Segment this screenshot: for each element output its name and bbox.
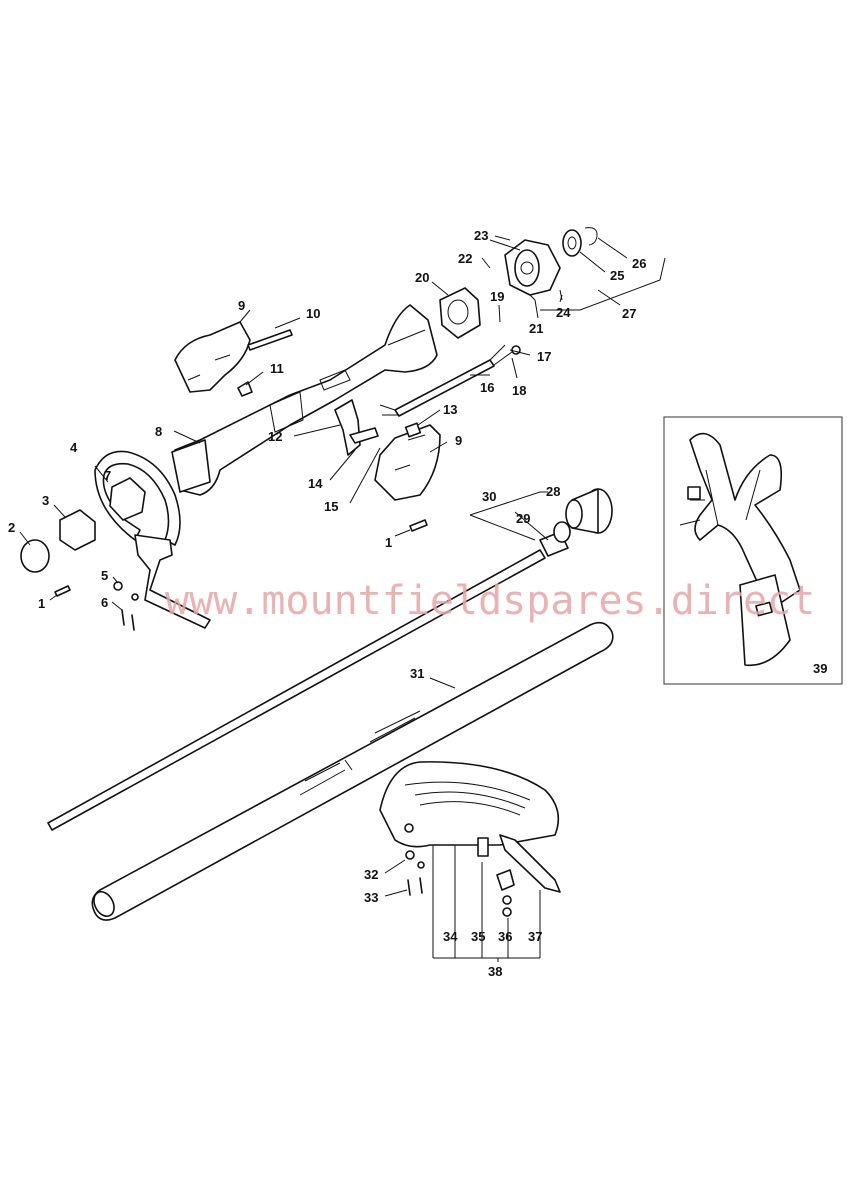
callout-6: 6 (101, 595, 108, 610)
callout-9a: 9 (238, 298, 245, 313)
callout-37: 37 (528, 929, 542, 944)
guard-part (379, 761, 561, 893)
clutch-housing-part (489, 239, 563, 301)
callout-39: 39 (813, 661, 827, 676)
bearing-part (562, 229, 582, 257)
coupling-part (59, 509, 96, 551)
callout-3: 3 (42, 493, 49, 508)
callout-11: 11 (270, 361, 284, 376)
handle-half-top-part (174, 321, 251, 393)
guard-hardware-part (405, 837, 515, 917)
throttle-lever-part (334, 399, 379, 456)
clutch-drum-part (565, 488, 613, 534)
callout-32: 32 (364, 867, 378, 882)
callout-38: 38 (488, 964, 502, 979)
callout-16: 16 (480, 380, 494, 395)
drive-shaft-part (47, 521, 571, 831)
callout-23: 23 (474, 228, 488, 243)
callout-15: 15 (324, 499, 338, 514)
tube-shaft-part (91, 621, 614, 921)
switch-part (404, 422, 422, 438)
callout-30: 30 (482, 489, 496, 504)
circlip-part (584, 227, 598, 246)
end-cap-part (20, 539, 50, 573)
callout-21: 21 (529, 321, 543, 336)
callout-31: 31 (410, 666, 424, 681)
callout-1b: 1 (385, 535, 392, 550)
callout-24: 24 (556, 305, 571, 320)
harness-inset-frame (663, 416, 843, 685)
harness-strap-part (679, 432, 801, 667)
callout-10: 10 (306, 306, 320, 321)
callout-35: 35 (471, 929, 485, 944)
watermark-text: www.mountfieldspares.direct (165, 578, 815, 624)
callout-20: 20 (415, 270, 429, 285)
callout-22: 22 (458, 251, 472, 266)
callout-9b: 9 (455, 433, 462, 448)
callout-12: 12 (268, 429, 282, 444)
callout-1a: 1 (38, 596, 45, 611)
callout-14: 14 (308, 476, 323, 491)
callout-labels: 1 1 2 3 4 5 6 7 8 9 9 10 11 12 13 14 15 … (8, 228, 827, 979)
callout-2: 2 (8, 520, 15, 535)
callout-13: 13 (443, 402, 457, 417)
callout-8: 8 (155, 424, 162, 439)
main-housing-part (171, 304, 438, 496)
callout-26: 26 (632, 256, 646, 271)
trigger-pin-part (237, 329, 293, 397)
screws-left-part (54, 581, 139, 631)
callout-34: 34 (443, 929, 458, 944)
callout-25: 25 (610, 268, 624, 283)
callout-29: 29 (516, 511, 530, 526)
wiring-harness-part (379, 344, 521, 417)
handle-half-lower-part (374, 424, 441, 501)
callout-28: 28 (546, 484, 560, 499)
callout-36: 36 (498, 929, 512, 944)
callout-33: 33 (364, 890, 378, 905)
callout-4: 4 (70, 440, 78, 455)
filter-cap-part (439, 287, 481, 339)
callout-19: 19 (490, 289, 504, 304)
callout-17: 17 (537, 349, 551, 364)
leader-lines (19, 235, 666, 962)
callout-18: 18 (512, 383, 526, 398)
callout-27: 27 (622, 306, 636, 321)
callout-7: 7 (104, 468, 111, 483)
callout-5: 5 (101, 568, 108, 583)
grip-part (109, 477, 146, 521)
screw-mid-part (409, 519, 428, 532)
